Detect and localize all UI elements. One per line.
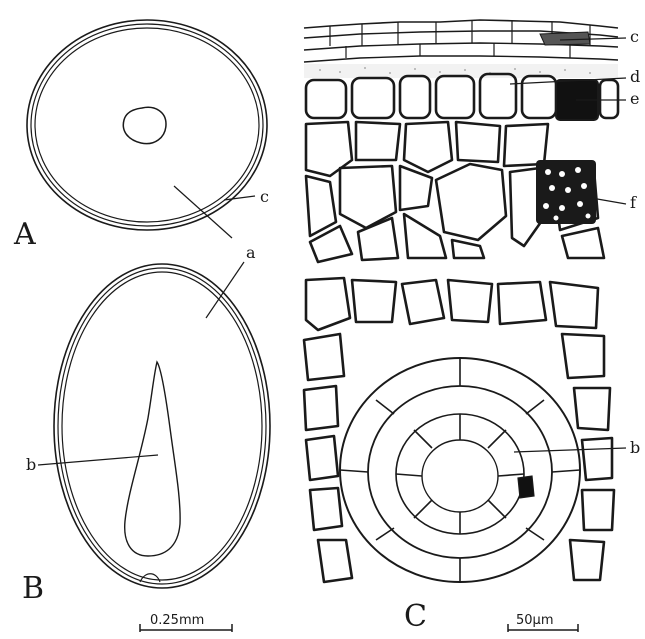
label-b-panel-c: b — [630, 438, 640, 457]
label-c-panel-a: c — [260, 187, 269, 206]
scale-bar-left-label: 0.25mm — [150, 613, 204, 628]
scale-bar-right-label: 50μm — [516, 613, 553, 628]
panel-label-c: C — [404, 599, 427, 634]
label-d: d — [630, 67, 640, 86]
panel-label-a: A — [13, 217, 36, 252]
panel-label-b: B — [22, 571, 44, 606]
label-a: a — [246, 243, 256, 262]
label-f: f — [630, 193, 637, 212]
label-b-panel-b: b — [26, 455, 36, 474]
label-c-panel-c: c — [630, 27, 639, 46]
panel-a-drawing — [27, 20, 267, 238]
label-e: e — [630, 89, 639, 108]
panel-b-drawing — [38, 262, 270, 588]
panel-c-lower-section — [304, 278, 626, 582]
panel-c-upper-section — [304, 20, 626, 262]
